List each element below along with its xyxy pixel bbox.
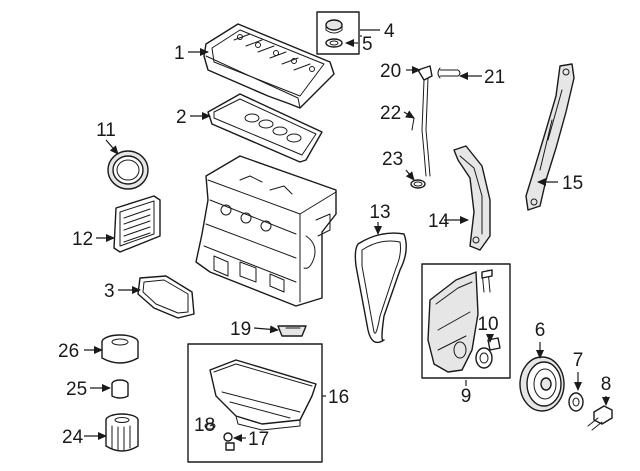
callout-16: 16 (328, 387, 349, 408)
leader-lines (84, 35, 610, 442)
oil-filler-cap (316, 11, 360, 55)
callout-6: 6 (535, 320, 546, 341)
pulley-washer (568, 392, 584, 412)
crankshaft-pulley (519, 356, 565, 412)
callout-3: 3 (104, 281, 115, 302)
oil-separator-cover (113, 195, 161, 253)
oil-dipstick (411, 65, 433, 177)
callout-26: 26 (58, 341, 79, 362)
callout-9: 9 (461, 386, 472, 407)
oil-pan-gasket (137, 275, 195, 319)
callout-12: 12 (72, 229, 93, 250)
baffle-gasket (277, 325, 307, 337)
callout-10: 10 (477, 314, 498, 335)
callout-24: 24 (62, 427, 84, 448)
oil-cooler (101, 334, 139, 364)
callout-11: 11 (96, 120, 116, 141)
filter-fitting (111, 379, 129, 399)
dipstick-seals (437, 67, 461, 79)
callout-2: 2 (176, 107, 187, 128)
engine-block (195, 155, 337, 307)
pulley-bolt (587, 405, 613, 431)
dipstick-o-ring (410, 179, 426, 189)
oil-pan-box (187, 343, 323, 463)
callout-15: 15 (562, 173, 583, 194)
chain-tensioner-arm (453, 145, 491, 251)
callout-17: 17 (248, 429, 269, 450)
oil-filter (105, 413, 139, 452)
callout-25: 25 (66, 379, 87, 400)
callout-8: 8 (601, 374, 612, 395)
callout-21: 21 (484, 67, 505, 88)
valve-cover-gasket (207, 93, 323, 163)
callout-19: 19 (230, 319, 251, 340)
fixed-chain-guide (525, 63, 575, 211)
timing-chain (354, 232, 407, 344)
callout-labels: 1 2 3 4 5 6 7 8 9 10 11 12 13 14 15 16 1… (58, 21, 611, 450)
callout-5: 5 (362, 34, 373, 55)
callout-13: 13 (369, 202, 390, 223)
callout-7: 7 (573, 350, 584, 371)
callout-14: 14 (428, 211, 450, 232)
valve-cover (203, 23, 335, 109)
callout-22: 22 (380, 103, 401, 124)
rear-main-seal (107, 150, 149, 190)
callout-20: 20 (380, 61, 401, 82)
callout-4: 4 (384, 21, 395, 42)
callout-23: 23 (382, 149, 403, 170)
callout-18: 18 (194, 415, 215, 436)
callout-1: 1 (174, 43, 185, 64)
timing-cover-box (421, 263, 511, 379)
